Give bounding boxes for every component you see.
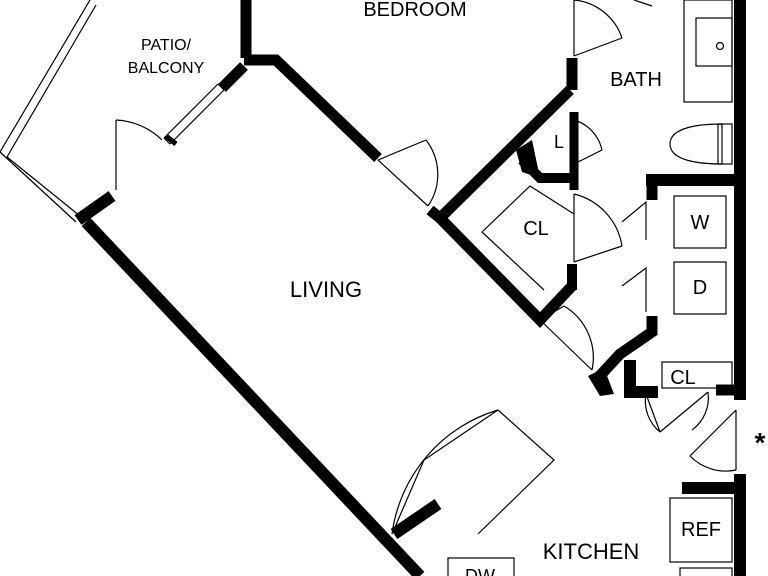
laundry-lower-wall [591,316,658,384]
label-refrigerator: REF [681,519,721,541]
bedroom-top-door-swing [573,0,653,57]
wall-corners [516,140,614,396]
fixtures [447,0,733,576]
label-living: LIVING [290,277,362,302]
hall-closet-door-swing [644,391,709,433]
entry-door-swing [689,409,737,472]
bedroom-door-swing [377,139,439,207]
label-bath: BATH [610,69,662,91]
refrigerator-box [669,497,733,563]
patio-balcony-outline [0,0,97,223]
label-closet-hall: CL [670,367,696,389]
dishwasher-box [447,557,515,576]
patio-sliding-door [163,83,225,146]
patio-door-swing [115,119,163,190]
door-swings [115,0,737,535]
label-dryer: D [693,277,707,299]
kitchen-door-swing [391,409,555,535]
label-bedroom: BEDROOM [363,0,466,21]
hall-closet-wall [624,360,658,398]
hall-door-swing [539,305,594,371]
washer-box [673,195,727,249]
living-left-wall [74,191,116,225]
label-linen: L [554,132,564,152]
label-kitchen: KITCHEN [543,539,640,564]
entry-marker-icon: * [755,427,766,458]
closet-shelf [481,185,575,291]
label-dishwasher: DW [465,566,495,576]
bath-vanity [683,0,733,103]
kitchen-peninsula-wall [390,499,442,539]
dryer-box [673,261,727,315]
closet-door-swing [573,193,623,263]
room-labels: BEDROOM PATIO/ BALCONY BATH L CL LIVING … [128,0,766,576]
laundry-door-swing [621,200,647,312]
label-washer: W [691,212,710,234]
living-long-wall [81,217,425,576]
label-patio-line2: BALCONY [128,60,205,77]
linen-door-swing [573,119,603,165]
label-patio-line1: PATIO/ [141,37,192,54]
label-closet-main: CL [523,218,549,240]
bedroom-lower-wall [244,54,382,162]
range-box [679,567,733,576]
hall-closet-shelf [661,361,733,389]
patio-upper-wall [218,62,248,92]
toilet-icon [669,123,733,165]
